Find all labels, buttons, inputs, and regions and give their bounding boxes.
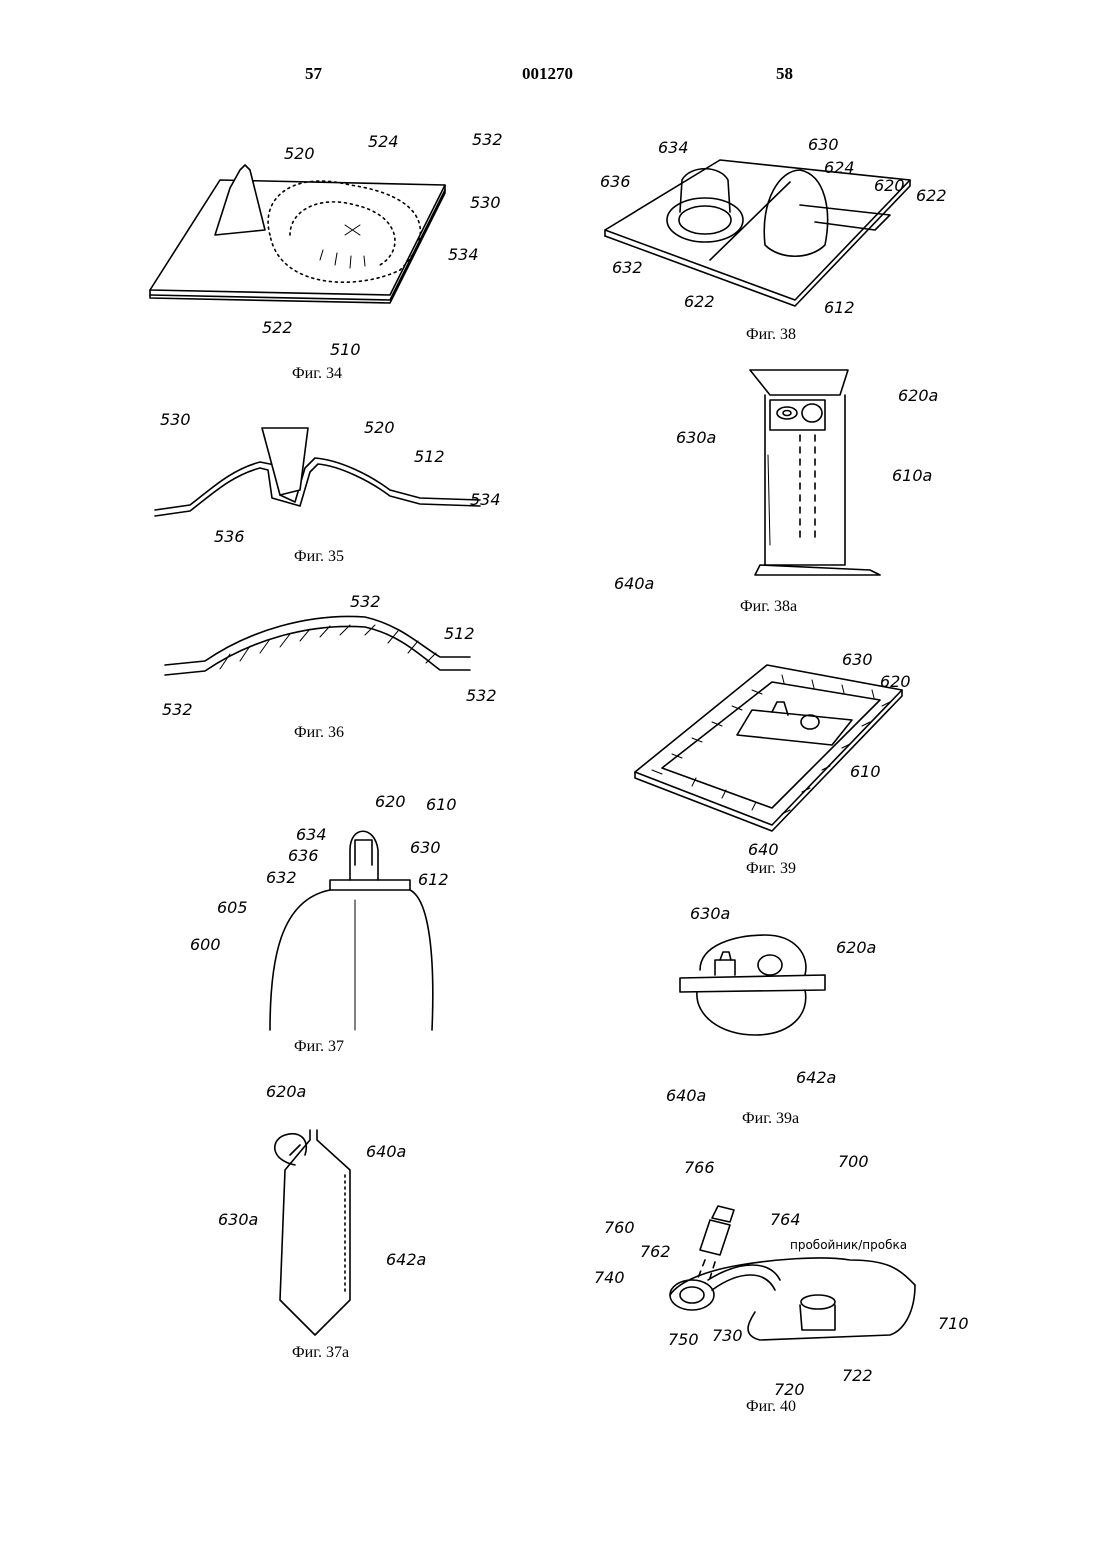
fig35-label-512: 512 — [414, 447, 445, 466]
fig39a-label-642a: 642a — [796, 1068, 836, 1087]
fig40-drawing — [650, 1200, 970, 1380]
fig38a-label-630a: 630a — [676, 428, 716, 447]
fig39-label-610: 610 — [850, 762, 881, 781]
fig35-caption: Фиг. 35 — [294, 548, 344, 566]
fig38-label-632: 632 — [612, 258, 643, 277]
fig39a-drawing — [675, 930, 835, 1040]
fig40-label-720: 720 — [774, 1380, 805, 1399]
fig39a-label-630a: 630a — [690, 904, 730, 923]
fig37a-label-642a: 642a — [386, 1250, 426, 1269]
fig37-caption: Фиг. 37 — [294, 1038, 344, 1056]
fig34-label-534: 534 — [448, 245, 479, 264]
patent-number: 001270 — [522, 64, 573, 84]
fig38-drawing — [600, 150, 920, 310]
fig37a-drawing — [265, 1120, 375, 1345]
fig40-label-750: 750 — [668, 1330, 699, 1349]
fig40-label-766: 766 — [684, 1158, 715, 1177]
fig39-drawing — [632, 660, 912, 840]
fig36-caption: Фиг. 36 — [294, 724, 344, 742]
fig38-label-634: 634 — [658, 138, 689, 157]
fig37a-caption: Фиг. 37a — [292, 1344, 349, 1362]
fig37a-label-630a: 630a — [218, 1210, 258, 1229]
fig36-label-512: 512 — [444, 624, 475, 643]
fig37-label-632: 632 — [266, 868, 297, 887]
fig36-label-532-right: 532 — [466, 686, 497, 705]
fig37-label-600: 600 — [190, 935, 221, 954]
fig34-label-510: 510 — [330, 340, 361, 359]
fig37-label-636: 636 — [288, 846, 319, 865]
fig38-caption: Фиг. 38 — [746, 326, 796, 344]
fig35-label-536: 536 — [214, 527, 245, 546]
fig34-label-522: 522 — [262, 318, 293, 337]
fig38a-label-640a: 640a — [614, 574, 654, 593]
fig37a-label-620a: 620a — [266, 1082, 306, 1101]
fig35-label-534: 534 — [470, 490, 501, 509]
fig39-label-640: 640 — [748, 840, 779, 859]
fig40-label-740: 740 — [594, 1268, 625, 1287]
fig39-label-630: 630 — [842, 650, 873, 669]
fig38-label-620: 620 — [874, 176, 905, 195]
fig38a-label-620a: 620a — [898, 386, 938, 405]
fig36-label-532-left: 532 — [162, 700, 193, 719]
fig38-label-624: 624 — [824, 158, 855, 177]
fig40-label-764: 764 — [770, 1210, 801, 1229]
fig38-label-612: 612 — [824, 298, 855, 317]
fig38a-label-610a: 610a — [892, 466, 932, 485]
fig36-drawing — [160, 595, 500, 705]
fig40-label-722: 722 — [842, 1366, 873, 1385]
fig37-label-634: 634 — [296, 825, 327, 844]
fig40-label-probe-cap: пробойник/пробка — [790, 1238, 907, 1252]
fig38a-caption: Фиг. 38a — [740, 598, 797, 616]
fig34-label-524: 524 — [368, 132, 399, 151]
fig40-label-700: 700 — [838, 1152, 869, 1171]
fig35-drawing — [150, 410, 530, 540]
fig40-caption: Фиг. 40 — [746, 1398, 796, 1416]
fig38-label-636: 636 — [600, 172, 631, 191]
fig37-label-610: 610 — [426, 795, 457, 814]
page-number-right: 58 — [776, 64, 793, 84]
fig35-label-520: 520 — [364, 418, 395, 437]
fig37-label-612: 612 — [418, 870, 449, 889]
fig34-label-532: 532 — [472, 130, 503, 149]
page-number-left: 57 — [305, 64, 322, 84]
fig34-label-530: 530 — [470, 193, 501, 212]
fig37a-label-640a: 640a — [366, 1142, 406, 1161]
fig39-caption: Фиг. 39 — [746, 860, 796, 878]
fig39a-caption: Фиг. 39a — [742, 1110, 799, 1128]
fig36-label-532-top: 532 — [350, 592, 381, 611]
fig37-label-630: 630 — [410, 838, 441, 857]
fig39a-label-620a: 620a — [836, 938, 876, 957]
fig40-label-760: 760 — [604, 1218, 635, 1237]
fig39a-label-640a: 640a — [666, 1086, 706, 1105]
fig35-label-530: 530 — [160, 410, 191, 429]
fig37-label-620: 620 — [375, 792, 406, 811]
fig39-label-620: 620 — [880, 672, 911, 691]
fig34-label-520: 520 — [284, 144, 315, 163]
fig40-label-762: 762 — [640, 1242, 671, 1261]
fig34-drawing — [140, 140, 520, 340]
fig37-label-605: 605 — [217, 898, 248, 917]
fig38-label-630: 630 — [808, 135, 839, 154]
fig38a-drawing — [740, 365, 890, 580]
fig40-label-730: 730 — [712, 1326, 743, 1345]
fig38-label-622-right: 622 — [916, 186, 947, 205]
fig34-caption: Фиг. 34 — [292, 365, 342, 383]
fig40-label-710: 710 — [938, 1314, 969, 1333]
fig38-label-622-bottom: 622 — [684, 292, 715, 311]
